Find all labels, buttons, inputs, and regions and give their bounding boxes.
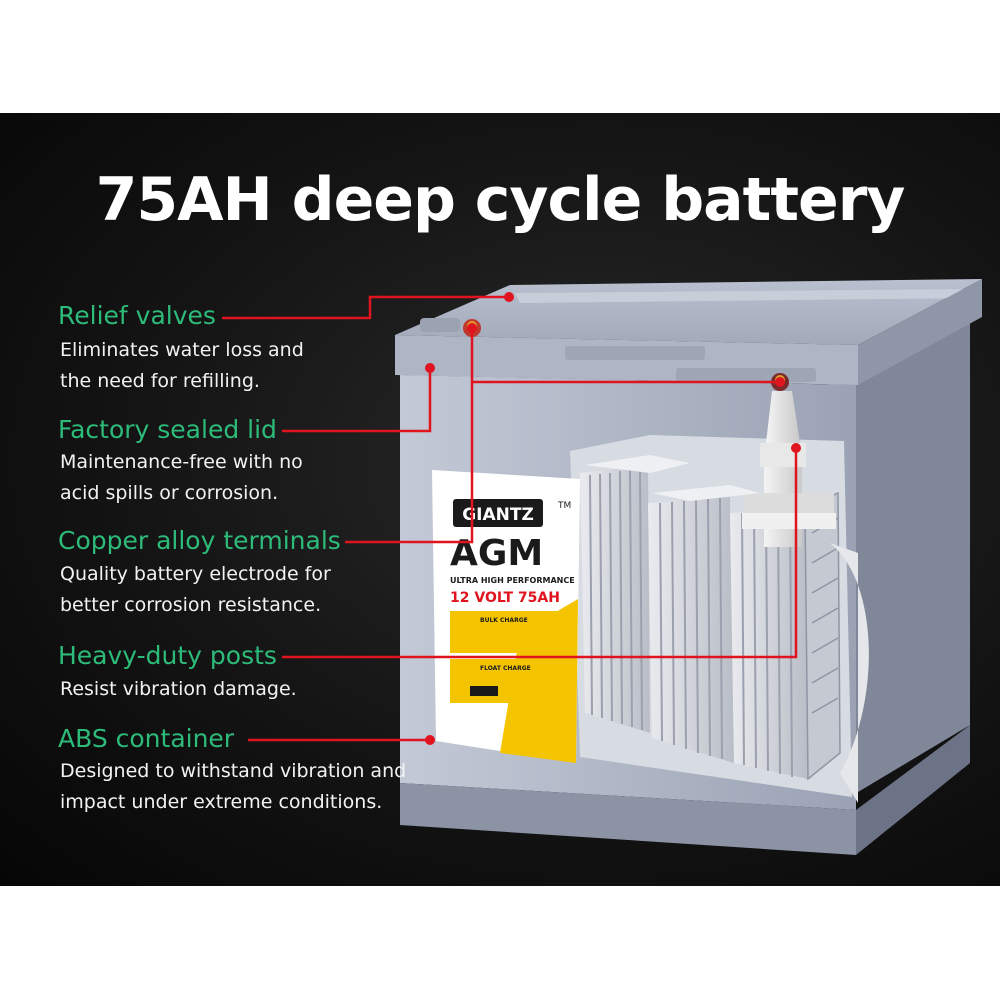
label-float-charge: FLOAT CHARGE [480, 665, 531, 672]
battery-illustration: GIANTZ TM AGM ULTRA HIGH PERFORMANCE 12 … [222, 279, 982, 855]
feature-desc-copper-alloy-terminals: Quality battery electrode for better cor… [60, 563, 331, 616]
callout-copper-terminals [345, 328, 474, 544]
heavy-duty-post [742, 391, 836, 547]
label-rating: 12 VOLT 75AH [450, 590, 560, 606]
label-bulk-charge: BULK CHARGE [480, 617, 528, 624]
feature-desc-heavy-duty-posts: Resist vibration damage. [60, 678, 297, 700]
headline: 75AH deep cycle battery [95, 165, 906, 235]
feature-title-abs-container: ABS container [58, 724, 235, 753]
callout-heavy-duty-posts [282, 448, 798, 659]
feature-desc-factory-sealed-lid: Maintenance-free with no acid spills or … [60, 451, 303, 504]
label-brand: GIANTZ [462, 505, 534, 525]
callout-factory-sealed-lid [282, 368, 432, 433]
label-subtitle: ULTRA HIGH PERFORMANCE [450, 576, 575, 585]
plate-pack-3 [730, 509, 808, 779]
dark-background-panel: 75AH deep cycle battery [0, 113, 1000, 886]
label-type: AGM [450, 533, 543, 574]
feature-title-copper-alloy-terminals: Copper alloy terminals [58, 526, 341, 555]
product-label: GIANTZ TM AGM ULTRA HIGH PERFORMANCE 12 … [432, 470, 580, 763]
feature-title-factory-sealed-lid: Factory sealed lid [58, 415, 277, 444]
feature-desc-relief-valves: Eliminates water loss and the need for r… [60, 339, 304, 392]
callout-dots [425, 292, 801, 745]
separator-grid [804, 491, 841, 781]
callout-relief-valves [222, 295, 509, 320]
callout-lines [222, 295, 798, 742]
label-trademark: TM [557, 501, 571, 511]
plate-pack-1 [580, 465, 650, 733]
feature-title-relief-valves: Relief valves [58, 301, 216, 330]
feature-title-heavy-duty-posts: Heavy-duty posts [58, 641, 277, 670]
battery-lid-ridge [515, 289, 975, 303]
insulation-sheet [830, 543, 869, 803]
plate-pack-2 [648, 497, 734, 763]
feature-desc-abs-container: Designed to withstand vibration and impa… [60, 760, 407, 813]
